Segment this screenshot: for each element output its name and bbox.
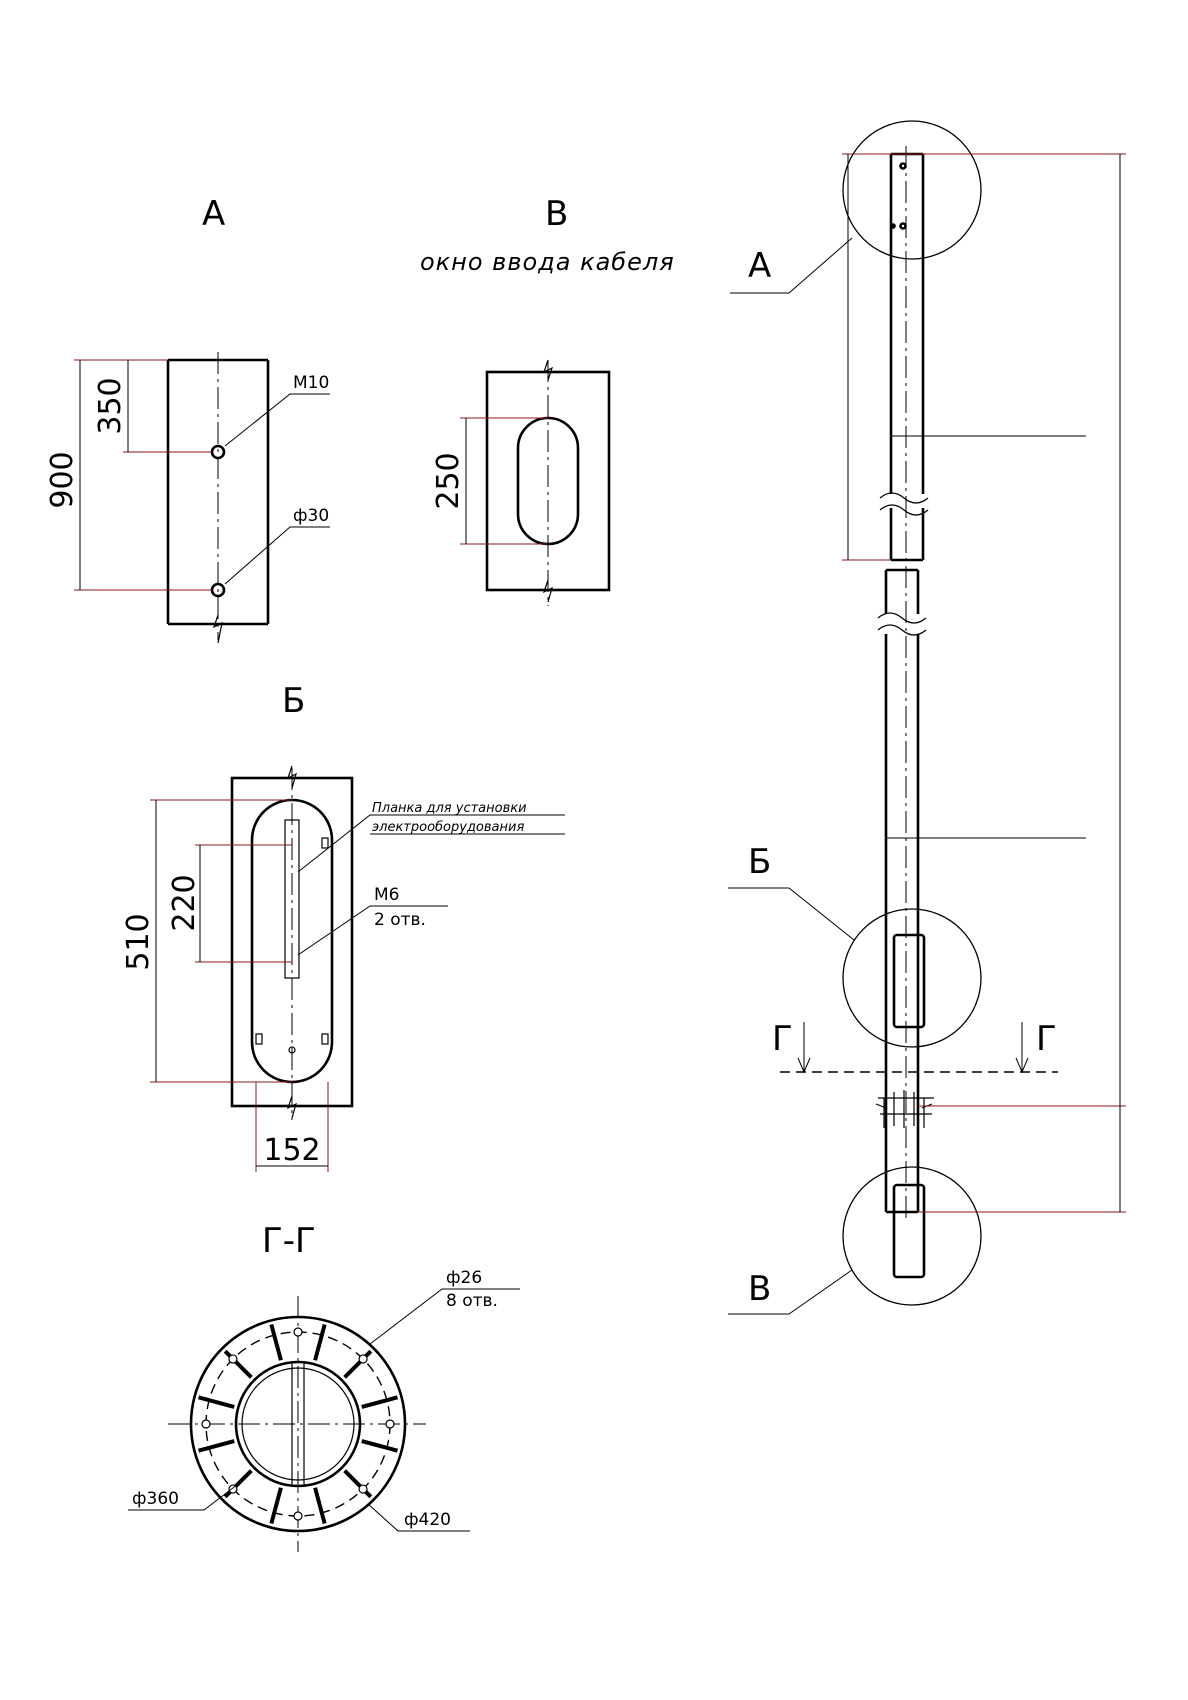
- view-b-note-line2: электрооборудования: [372, 820, 524, 835]
- view-v-title: В: [545, 194, 568, 234]
- section-g-bolt-hole: [385, 1419, 395, 1429]
- view-b-tab-right-top: [321, 837, 329, 849]
- view-v-subtitle: окно ввода кабеля: [420, 248, 675, 276]
- view-b-bottom-hole: [288, 1046, 296, 1054]
- view-b-note-line1: Планка для установки: [372, 801, 527, 816]
- view-b-tab-right-bottom: [321, 1033, 329, 1045]
- pole-window-v: [892, 1183, 926, 1279]
- pole-section-mark-right: Г: [1036, 1019, 1057, 1059]
- view-b-thread-label: М6: [374, 885, 399, 905]
- pole-callout-a: А: [748, 246, 771, 286]
- view-b-mount-plate: [284, 819, 300, 979]
- pole-section-mark-left: Г: [772, 1019, 793, 1059]
- view-a-break-mark: [212, 614, 223, 644]
- pole-top-hole-3: [890, 223, 896, 229]
- section-g-bolt-hole: [358, 1354, 368, 1364]
- section-g-rib: [269, 1323, 283, 1361]
- section-g-inner-plate: [291, 1361, 305, 1487]
- section-g-title: Г-Г: [262, 1221, 316, 1261]
- view-v: В окно ввода кабеля 250: [420, 194, 675, 606]
- pole-section-arrow-left: [797, 1022, 811, 1074]
- pole-leader-v: [728, 1269, 853, 1315]
- pole-callout-b: Б: [748, 842, 771, 882]
- pole-lower-top: [884, 568, 920, 614]
- view-a: А 900 350 М10 ф30: [45, 194, 330, 644]
- section-g-hole-dia: ф26: [446, 1268, 482, 1288]
- view-a-leader-m10: [224, 393, 330, 447]
- section-g-dia-360: ф360: [132, 1489, 179, 1509]
- section-g-rib: [361, 1439, 399, 1453]
- section-g-rib: [361, 1395, 399, 1409]
- pole-leader-a: [730, 237, 853, 294]
- view-a-dim-350: 350: [93, 377, 128, 434]
- pole-callout-v-circle: [842, 1166, 982, 1306]
- section-g-rib: [197, 1439, 235, 1453]
- section-g-rib: [343, 1349, 373, 1379]
- view-b-dim-220: 220: [167, 874, 202, 931]
- view-v-dim-250: 250: [431, 452, 466, 509]
- section-g-ribs: [197, 1323, 399, 1525]
- pole-callout-b-circle: [842, 908, 982, 1048]
- section-g-rib: [313, 1487, 327, 1525]
- view-a-thread-label: М10: [293, 373, 329, 393]
- view-b-dim-510: 510: [121, 913, 156, 970]
- section-g-bolt-hole: [293, 1327, 303, 1337]
- section-g-rib: [313, 1323, 327, 1361]
- section-g-dia-420: ф420: [404, 1510, 451, 1530]
- view-a-dim-900: 900: [45, 451, 80, 508]
- pole-upper-stub: [889, 508, 925, 560]
- view-b-holes-label: 2 отв.: [374, 910, 426, 930]
- section-g-holes-count: 8 отв.: [446, 1291, 498, 1311]
- view-b-dim-152: 152: [263, 1133, 320, 1168]
- section-g-leader-420: [367, 1503, 470, 1532]
- section-g-leader-360: [128, 1477, 247, 1511]
- view-v-break-top: [542, 359, 554, 381]
- view-b-break-top: [286, 765, 297, 789]
- pole-top-hole-1: [899, 162, 907, 170]
- pole-break-lower: [877, 612, 927, 636]
- section-g-bolt-hole: [228, 1354, 238, 1364]
- section-g-bolt-hole: [228, 1484, 238, 1494]
- section-g-rib: [223, 1349, 253, 1379]
- pole-callout-v: В: [748, 1269, 771, 1309]
- view-b: Б 510 220 152 Планка для установки элект…: [121, 681, 565, 1172]
- pole-upper-section: [889, 152, 925, 494]
- view-v-break-bottom: [542, 579, 553, 603]
- section-g-bolt-hole: [358, 1484, 368, 1494]
- section-g-bolt-holes: [201, 1327, 395, 1521]
- pole-callout-a-circle: [842, 120, 982, 260]
- view-b-title: Б: [282, 681, 305, 721]
- view-b-leader-plate: [297, 814, 565, 873]
- section-g-rib: [343, 1469, 373, 1499]
- view-b-leader-m6: [297, 905, 448, 956]
- pole-leader-b: [728, 887, 855, 941]
- pole-section-arrow-right: [1015, 1022, 1029, 1074]
- section-g-rib: [269, 1487, 283, 1525]
- view-a-hole-label: ф30: [293, 506, 329, 526]
- section-g-leader-hole: [369, 1288, 520, 1345]
- section-g-rib: [197, 1395, 235, 1409]
- pole-elevation: А Б В Г Г: [728, 120, 1126, 1315]
- pole-lower-section: [884, 634, 920, 1214]
- pole-break-upper: [879, 492, 929, 516]
- view-b-break-bottom: [286, 1095, 297, 1119]
- view-a-title: А: [202, 194, 225, 234]
- view-a-leader-30: [224, 526, 330, 585]
- pole-window-b: [892, 933, 926, 1029]
- section-g: Г-Г ф26 8 отв. ф360 ф420: [128, 1221, 520, 1552]
- section-g-bolt-hole: [201, 1419, 211, 1429]
- pole-top-hole-2: [899, 222, 907, 230]
- section-g-bolt-hole: [293, 1511, 303, 1521]
- view-b-tab-left-bottom: [255, 1033, 263, 1045]
